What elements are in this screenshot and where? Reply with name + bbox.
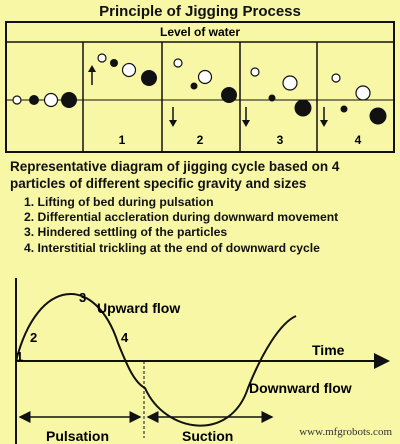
point-label: 3	[79, 290, 86, 305]
panel-1-particles	[88, 53, 157, 86]
diagram-description: Representative diagram of jigging cycle …	[10, 159, 340, 191]
point-label: 2	[30, 330, 37, 345]
suction-label: Suction	[182, 428, 233, 444]
pulsation-label: Pulsation	[46, 428, 109, 444]
panel-3-particles	[242, 67, 312, 127]
downward-flow-label: Downward flow	[249, 380, 352, 396]
steps-list: 1. Lifting of bed during pulsation 2. Di…	[24, 195, 394, 256]
flow-curve	[15, 293, 297, 427]
panel-number: 3	[277, 133, 284, 147]
flow-cycle-graph: 1 2 3 4 Upward flow Time Downward flow P…	[15, 278, 390, 444]
time-axis-label: Time	[312, 342, 345, 358]
page-title: Principle of Jigging Process	[99, 3, 301, 20]
panels-frame	[5, 21, 395, 153]
step-item: 1. Lifting of bed during pulsation	[24, 195, 214, 209]
step-item: 3. Hindered settling of the particles	[24, 225, 228, 240]
panel-number: 2	[197, 133, 204, 147]
step-item: 2. Differential accleration during downw…	[24, 210, 339, 225]
watermark: www.mfgrobots.com	[299, 426, 392, 438]
panel-initial-particles	[12, 92, 77, 108]
panel-number: 4	[355, 133, 362, 147]
panel-4-particles	[320, 73, 387, 127]
jigging-panels-diagram: Level of water 1 2 3	[5, 21, 395, 153]
step-item: 4. Interstitial trickling at the end of …	[24, 240, 320, 255]
panel-2-particles	[169, 58, 237, 127]
point-label: 1	[16, 349, 23, 364]
upward-flow-label: Upward flow	[97, 300, 180, 316]
level-of-water-label: Level of water	[160, 25, 240, 39]
point-label: 4	[121, 330, 129, 345]
panel-number: 1	[119, 133, 126, 147]
